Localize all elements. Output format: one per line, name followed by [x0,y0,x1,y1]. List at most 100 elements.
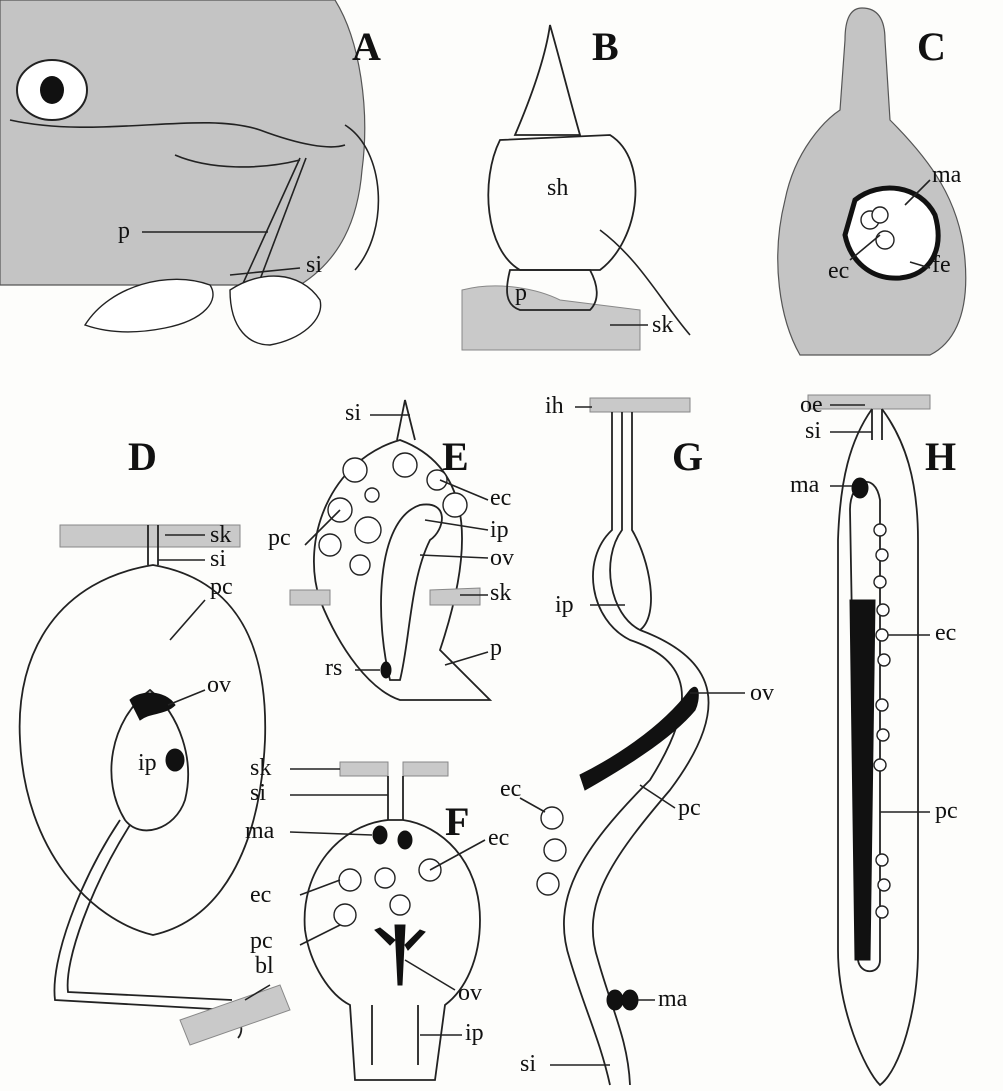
ec-h-10 [876,854,888,866]
ec-e-2 [393,453,417,477]
ov-d [130,693,175,720]
ma-f-1 [373,826,387,844]
panel-letter-h: H [925,434,956,479]
ma-h [852,478,868,498]
label-g-ma: ma [658,986,688,1012]
ec-h-3 [874,576,886,588]
leader-d-ov [168,690,205,705]
label-b-p: p [515,280,527,306]
ec-e-9 [443,493,467,517]
label-h-oe: oe [800,392,823,418]
panel-c: C ma ec fe [778,8,966,355]
skin-e-right [430,588,480,605]
label-c-ma: ma [932,162,962,188]
ec-g-2 [544,839,566,861]
leader-e-p [445,652,488,665]
panel-f: F sk si ma ec ec pc ov ip [245,755,509,1080]
label-h-ec: ec [935,620,956,646]
ec-f-4 [334,904,356,926]
leader-g-ec [520,798,545,812]
skin-f-left [340,762,388,776]
ov-f [375,925,425,985]
label-h-si: si [805,418,821,444]
ec-e-6 [319,534,341,556]
ma-g-2 [622,990,638,1010]
panel-h: H oe si ma ec pc [790,392,958,1085]
label-g-ec: ec [500,776,521,802]
label-f-si: si [250,780,266,806]
panel-letter-f: F [445,799,469,844]
ec-h-8 [877,729,889,741]
label-g-ov: ov [750,680,774,706]
label-d-sk: sk [210,522,231,548]
label-f-ma: ma [245,818,275,844]
label-e-sk: sk [490,580,511,606]
ec-h-1 [874,524,886,536]
g-ip [632,412,651,630]
label-e-si: si [345,400,361,426]
ec-c-3 [872,207,888,223]
ec-g-1 [541,807,563,829]
label-f-ec-1: ec [488,825,509,851]
skin-h [808,395,930,409]
label-d-si: si [210,546,226,572]
label-f-ip: ip [465,1020,484,1046]
ec-h-7 [876,699,888,711]
rs-e [381,662,391,678]
ec-f-2 [375,868,395,888]
panel-letter-b: B [592,24,619,69]
ec-c-2 [876,231,894,249]
label-d-ov: ov [207,672,231,698]
leader-f-ov [405,960,455,990]
duct-d [54,820,241,1038]
label-g-ih: ih [545,393,564,419]
skin-e-left [290,590,330,605]
pc-f-outer [305,820,480,1080]
label-h-pc: pc [935,798,958,824]
ec-h-4 [877,604,889,616]
label-c-fe: fe [932,252,951,278]
label-g-pc: pc [678,795,701,821]
label-e-ov: ov [490,545,514,571]
ec-e-7 [355,517,381,543]
panel-letter-c: C [917,24,946,69]
label-d-pc: pc [210,574,233,600]
panel-e: E si ec ip ov sk pc rs p [268,400,514,700]
panel-g: G ih ip ov ec pc ma si [500,393,774,1085]
ec-h-5 [876,629,888,641]
label-g-ip: ip [555,592,574,618]
label-e-pc: pc [268,525,291,551]
parasite-sh [488,135,635,270]
label-d-ip: ip [138,750,157,776]
ec-e-8 [350,555,370,575]
label-b-sh: sh [547,175,568,201]
si-e [397,400,415,440]
ec-h-12 [876,906,888,918]
panel-letter-g: G [672,434,703,479]
leader-e-ov [420,555,488,558]
leader-f-ec1 [430,840,485,870]
label-a-p: p [118,218,130,244]
label-e-rs: rs [325,655,342,681]
panel-letter-d: D [128,434,157,479]
leader-f-ec2 [300,880,340,895]
snail-shell-right [230,276,321,345]
ec-e-1 [343,458,367,482]
label-f-ec-2: ec [250,882,271,908]
ma-d [166,749,184,771]
ec-f-1 [339,869,361,891]
snail-shell-left [85,279,213,332]
label-f-sk: sk [250,755,271,781]
fish-pupil [40,76,64,104]
si-h [872,409,882,440]
ip-f [372,1005,418,1065]
ov-h [850,600,875,960]
skin-g [590,398,690,412]
leader-f-ma [290,832,372,835]
panel-a: A p si [0,0,381,345]
ec-h-11 [878,879,890,891]
skin-f-right [403,762,448,776]
label-e-ip: ip [490,517,509,543]
skin-b [462,286,640,350]
